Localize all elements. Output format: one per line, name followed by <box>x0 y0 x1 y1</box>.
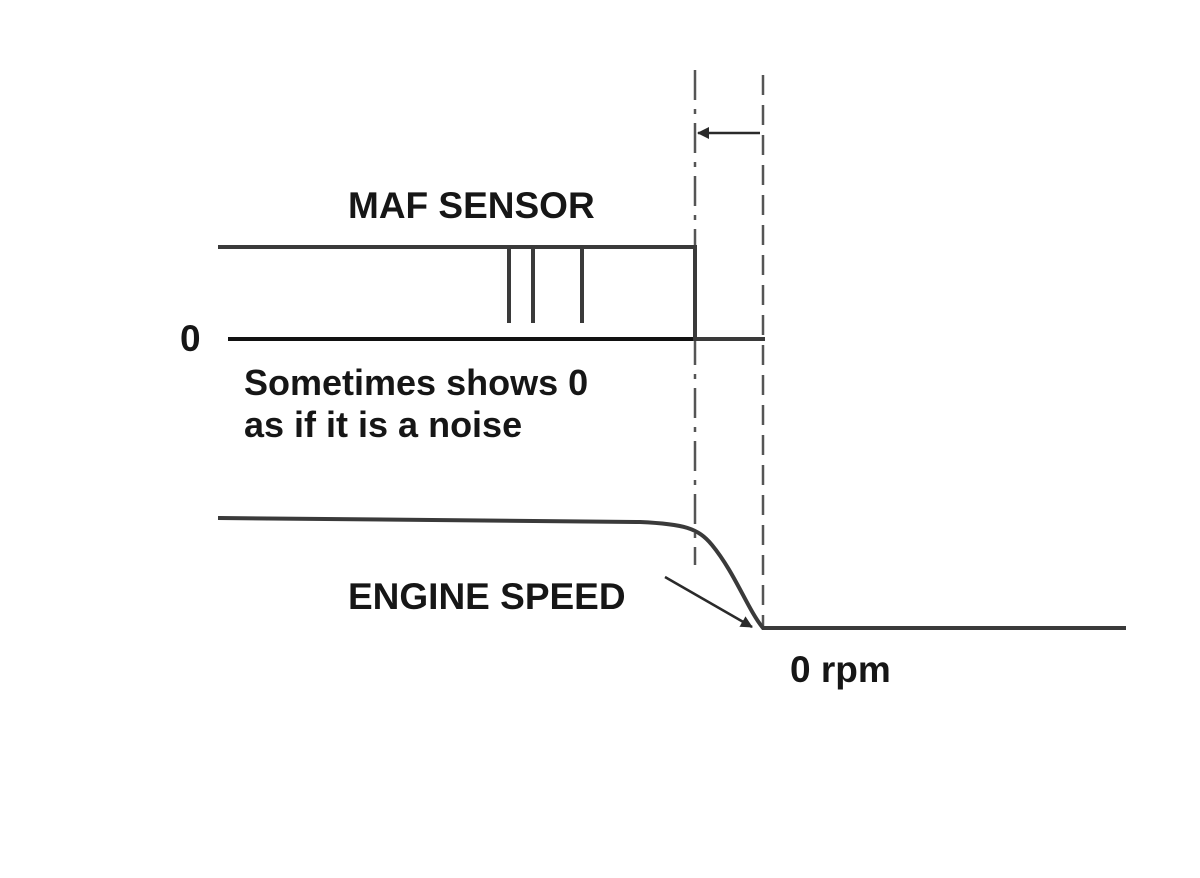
engine-speed-label: ENGINE SPEED <box>348 576 626 617</box>
maf-sensor-label: MAF SENSOR <box>348 185 595 226</box>
maf-zero-label: 0 <box>180 318 201 359</box>
maf-signal-trace <box>218 245 765 341</box>
engine-speed-trace <box>217 515 1126 630</box>
zero-rpm-label: 0 rpm <box>790 649 891 690</box>
engine-speed-pointer-arrow <box>664 575 753 629</box>
noise-note-line-2: as if it is a noise <box>244 404 522 445</box>
noise-note-line-1: Sometimes shows 0 <box>244 362 588 403</box>
